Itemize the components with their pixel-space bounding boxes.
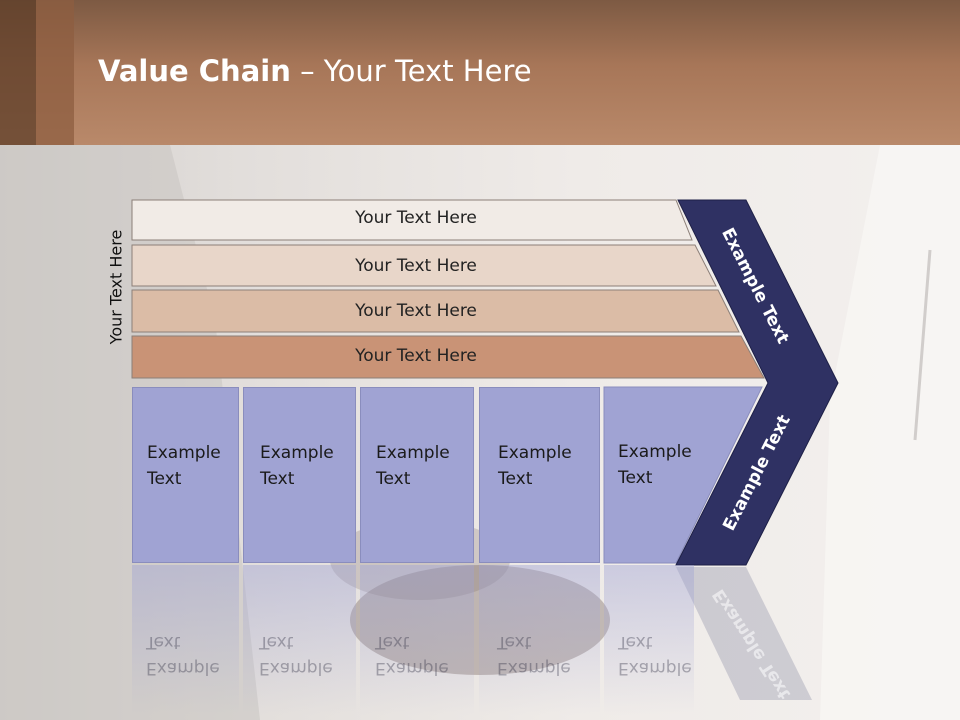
row-band-4 <box>131 335 765 379</box>
row-label-3: Your Text Here <box>355 301 477 321</box>
title-rest: – Your Text Here <box>290 54 532 88</box>
row-label-2: Your Text Here <box>355 256 477 276</box>
title-bold: Value Chain <box>98 54 291 88</box>
row-label-4: Your Text Here <box>355 346 477 366</box>
box-5-shape <box>603 386 763 564</box>
row-band-3 <box>131 289 740 333</box>
slide-title: Value Chain – Your Text Here <box>98 54 532 88</box>
header-accent-strip <box>36 0 74 145</box>
row-label-1: Your Text Here <box>355 208 477 228</box>
chevron-reflection <box>676 567 812 700</box>
row-band-2 <box>131 244 717 287</box>
row-band-1 <box>131 199 693 241</box>
header-bar <box>0 0 960 145</box>
header-accent-strip <box>0 0 36 145</box>
chevron-arrow <box>675 199 839 566</box>
side-label: Your Text Here <box>106 229 126 345</box>
